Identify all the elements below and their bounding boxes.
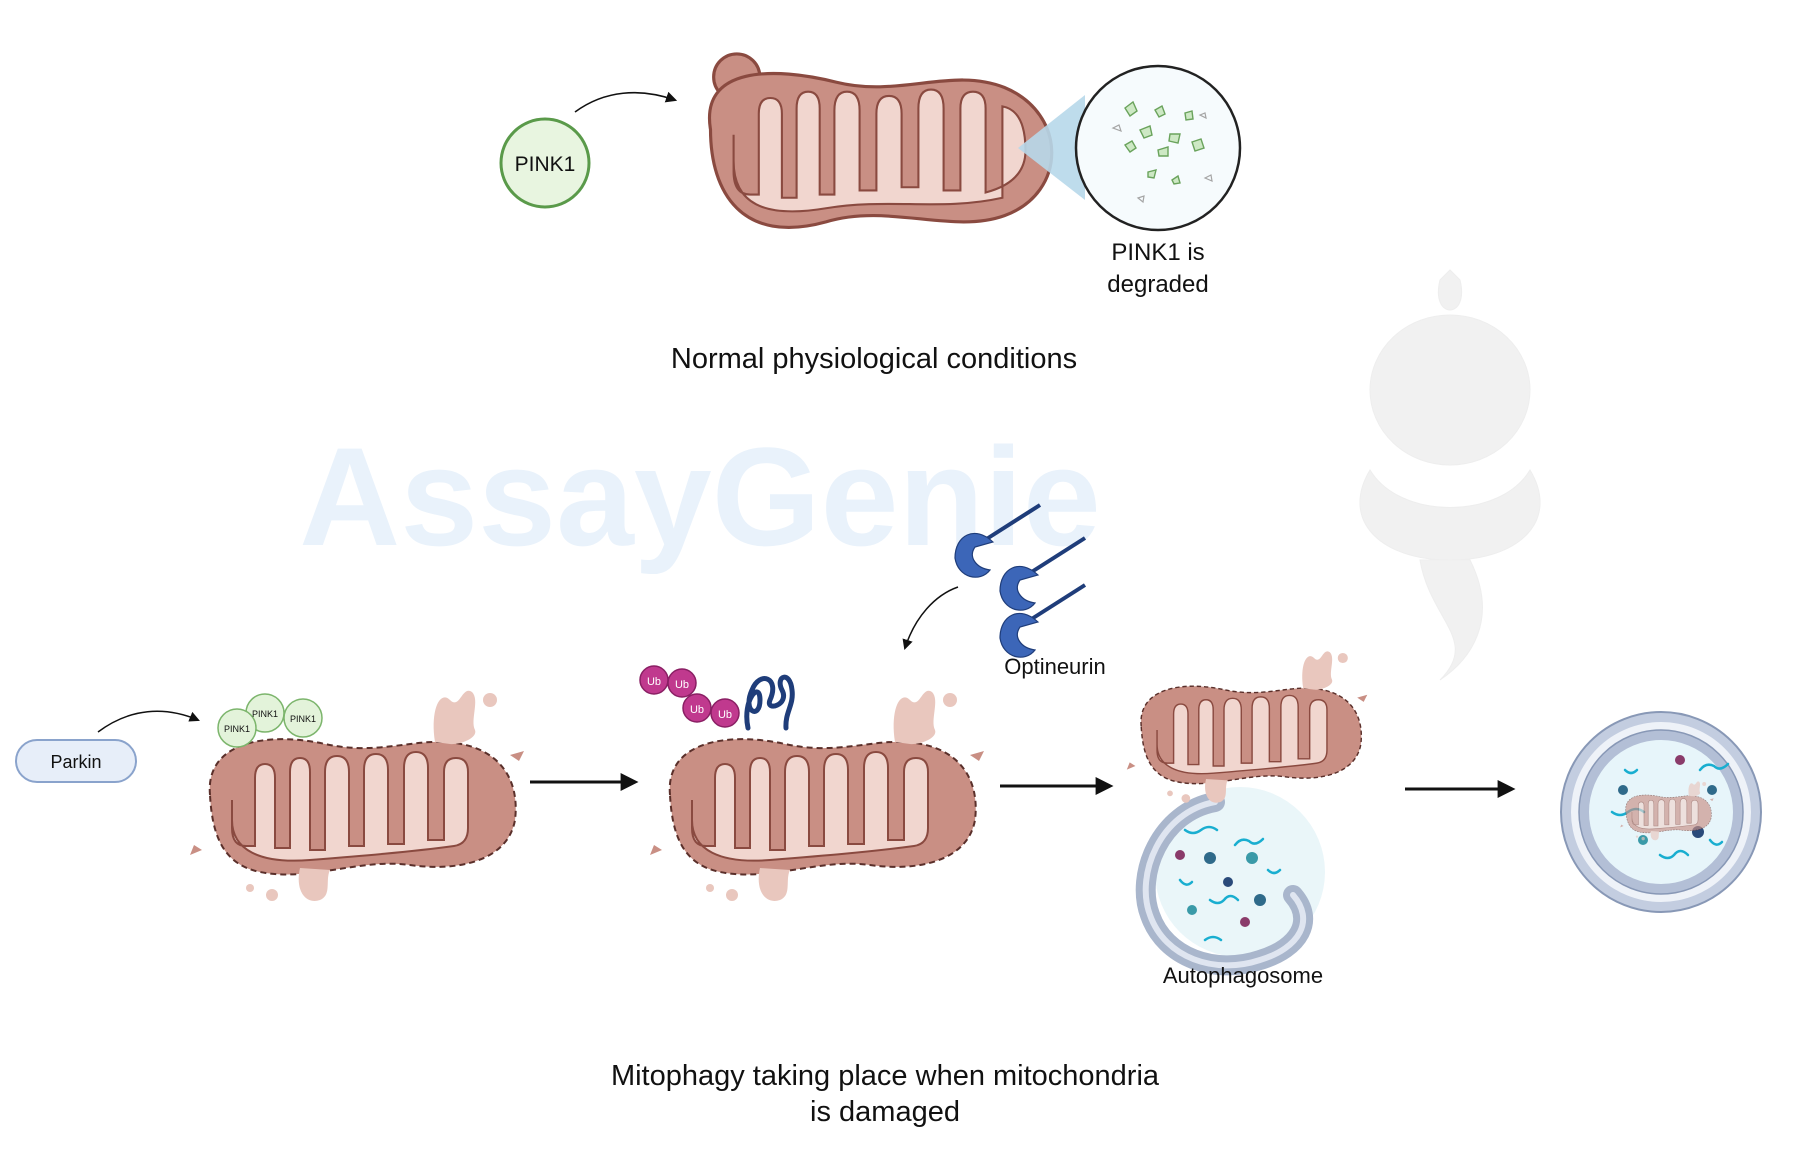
pink1-degraded-label-line2: degraded <box>1107 271 1208 298</box>
ubiquitin-chain: Ub Ub Ub Ub <box>639 665 740 728</box>
pink1-accumulated: PINK1 PINK1 PINK1 <box>217 693 323 748</box>
pink1-small-label-1: PINK1 <box>252 709 278 719</box>
pink1-small-label-3: PINK1 <box>224 724 250 734</box>
pink1-import-arrow <box>574 91 678 113</box>
zoom-cone <box>1018 95 1085 200</box>
parkin-coil <box>744 674 795 731</box>
pink1-protein: PINK1 <box>499 117 591 209</box>
mitophagy-panel: Parkin PINK1 PINK1 PINK1 Ub U <box>15 503 1762 1128</box>
healthy-mitochondrion <box>707 52 1054 229</box>
ub-label-4: Ub <box>718 709 732 721</box>
forming-autophagosome <box>1135 787 1325 976</box>
engulfed-damaged-mitochondrion <box>1126 650 1369 804</box>
watermark-genie-icon <box>1359 269 1541 681</box>
complete-autophagosome <box>1560 711 1762 913</box>
pink1-small-label-2: PINK1 <box>290 714 316 724</box>
optineurin-label: Optineurin <box>1004 654 1106 679</box>
ub-label-1: Ub <box>647 676 661 688</box>
parkin-recruit-arrow <box>97 710 200 733</box>
parkin-protein: Parkin <box>15 739 137 783</box>
optineurin-recruit-arrow <box>902 586 959 650</box>
ub-label-3: Ub <box>690 704 704 716</box>
mitophagy-title-line2: is damaged <box>810 1096 960 1128</box>
optineurin-receptors <box>954 503 1087 658</box>
ub-label-2: Ub <box>675 679 689 691</box>
normal-conditions-title: Normal physiological conditions <box>671 343 1077 375</box>
pink1-degraded-label-line1: PINK1 is <box>1111 239 1204 266</box>
degradation-zoom-circle <box>1074 64 1242 232</box>
pink1-label: PINK1 <box>515 153 576 176</box>
normal-conditions-panel: PINK1 <box>499 52 1242 375</box>
autophagosome-label: Autophagosome <box>1163 963 1323 988</box>
mitophagy-title-line1: Mitophagy taking place when mitochondria <box>611 1060 1160 1092</box>
watermark-text: AssayGenie <box>299 418 1101 575</box>
watermark: AssayGenie <box>299 269 1541 681</box>
parkin-label: Parkin <box>50 752 101 772</box>
